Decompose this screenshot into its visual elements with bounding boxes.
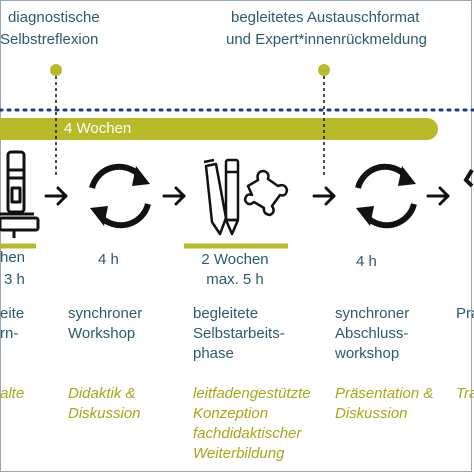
- pin-right: [318, 64, 330, 178]
- pin-left: [50, 64, 62, 178]
- desc-col2-line2: Diskussion: [68, 405, 141, 422]
- cycle-icon: [355, 163, 417, 229]
- label-diagnostische-line1: diagnostische: [8, 9, 100, 26]
- phase-col2-line2: Workshop: [68, 325, 136, 342]
- duration-col2: 4 h: [98, 251, 119, 268]
- desc-col1: alte: [0, 385, 25, 402]
- phase-col4-line3: workshop: [335, 345, 400, 362]
- four-weeks-label: 4 Wochen: [64, 120, 132, 137]
- desc-col4-line2: Diskussion: [335, 405, 408, 422]
- desc-col3-line3: fachdidaktischer: [193, 425, 302, 442]
- arrow-right-icon: [312, 186, 336, 206]
- phase-col1-line1: eite: [0, 305, 25, 322]
- phase-col3-line1: begleitete: [193, 305, 259, 322]
- phase-col4-line1: synchroner: [335, 305, 410, 322]
- desc-col2-line1: Didaktik &: [68, 385, 136, 402]
- label-diagnostische-line2: Selbstreflexion: [0, 31, 99, 48]
- desc-col3-line4: Weiterbildung: [193, 445, 285, 462]
- cycle-icon: [89, 163, 151, 229]
- desc-col4-line1: Präsentation &: [335, 385, 434, 402]
- phase-col2-line1: synchroner: [68, 305, 143, 322]
- desc-col5: Tra: [456, 385, 474, 402]
- desc-col3-line1: leitfadengestützte: [193, 385, 311, 402]
- duration-col4: 4 h: [356, 253, 377, 270]
- label-austausch-line1: begleitetes Austauschformat: [231, 9, 420, 26]
- duration-col3-line1: 2 Wochen: [201, 251, 269, 268]
- duration-col1-line1: hen: [0, 249, 26, 266]
- arrow-right-icon: [426, 186, 450, 206]
- partial-icon: [463, 168, 474, 188]
- desc-col3-line2: Konzeption: [193, 405, 269, 422]
- label-austausch-line2: und Expert*innenrückmeldung: [226, 31, 427, 48]
- phase-col3-line3: phase: [193, 345, 234, 362]
- four-weeks-bar: [0, 118, 438, 140]
- pencils-icon: [203, 158, 240, 236]
- phase-col5-line1: Pra: [456, 305, 474, 322]
- phase-col1-line2: rn-: [0, 325, 19, 342]
- arrow-right-icon: [162, 186, 186, 206]
- phase-col4-line2: Abschluss-: [335, 325, 409, 342]
- duration-col1-line2: 3 h: [4, 271, 25, 288]
- microscope-icon: [0, 150, 40, 238]
- arrow-right-icon: [44, 186, 68, 206]
- phase-col3-line2: Selbstarbeits-: [193, 325, 285, 342]
- puzzle-icon: [243, 169, 289, 217]
- duration-col3-line2: max. 5 h: [206, 271, 264, 288]
